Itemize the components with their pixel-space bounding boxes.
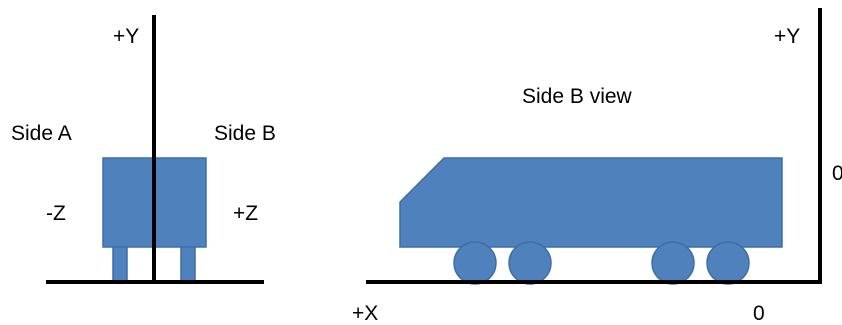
side-vehicle-body <box>399 157 783 248</box>
side-wheel-3 <box>651 241 695 285</box>
pos-z-label: +Z <box>233 202 258 225</box>
side-view-title: Side B view <box>522 85 633 108</box>
front-view: +Y Side A Side B -Z +Z <box>11 15 276 284</box>
side-a-label: Side A <box>11 122 72 145</box>
side-b-label: Side B <box>214 122 276 145</box>
neg-z-label: -Z <box>46 202 66 225</box>
front-y-axis-label: +Y <box>113 25 139 48</box>
side-x-axis-plus-label: +X <box>352 302 378 325</box>
side-y-axis-zero-label: 0 <box>832 162 842 185</box>
side-wheel-4 <box>706 241 750 285</box>
front-leg-right <box>180 245 196 282</box>
side-y-axis-label: +Y <box>774 25 800 48</box>
side-wheel-1 <box>453 241 497 285</box>
side-wheel-2 <box>508 241 552 285</box>
side-x-axis-zero-label: 0 <box>753 302 765 325</box>
side-view: Side B view +Y +X 0 0 <box>352 8 842 325</box>
front-leg-left <box>112 245 128 282</box>
